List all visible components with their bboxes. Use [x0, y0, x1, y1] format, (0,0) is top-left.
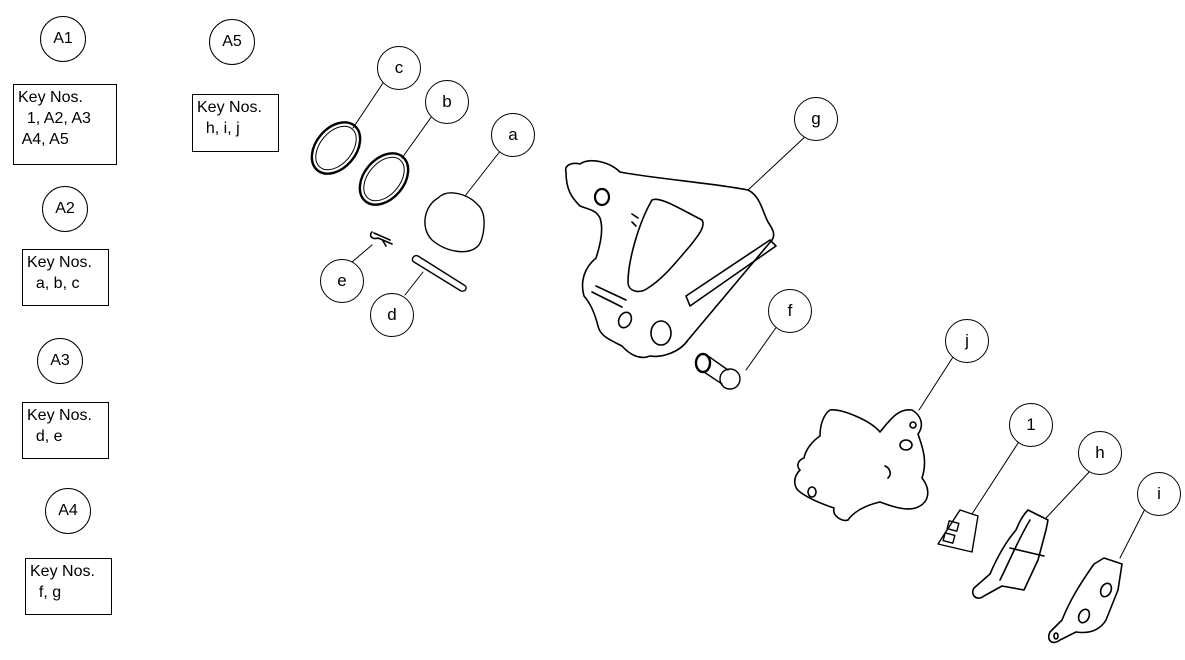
part-label: i — [1157, 484, 1161, 503]
key-line: a, b, c — [27, 275, 80, 292]
key-title: Key Nos. — [197, 99, 262, 116]
pin-d-drawing — [412, 256, 466, 292]
assembly-callout-a5: A5 — [209, 19, 255, 65]
key-line: 1, A2, A3 — [18, 110, 91, 127]
key-box-a2: Key Nos. a, b, c — [22, 249, 109, 306]
clip-e-drawing — [371, 232, 392, 246]
part-label: e — [337, 271, 347, 290]
part-callout-c: c — [377, 46, 421, 90]
shim-plate-i-drawing — [1049, 558, 1122, 642]
key-box-a4: Key Nos. f, g — [25, 558, 112, 615]
assembly-label: A2 — [55, 200, 75, 217]
part-callout-g: g — [794, 97, 838, 141]
leader-lines — [352, 80, 1147, 558]
assembly-label: A4 — [58, 502, 78, 519]
key-line: A4, A5 — [18, 131, 69, 148]
part-label: h — [1095, 443, 1105, 462]
seal-ring-c-drawing — [302, 113, 370, 183]
part-callout-h: h — [1078, 431, 1122, 475]
piston-a-drawing — [425, 193, 484, 252]
assembly-label: A1 — [53, 30, 73, 47]
seal-ring-b-drawing — [350, 144, 418, 214]
assembly-callout-a4: A4 — [45, 488, 91, 534]
part-callout-a: a — [491, 113, 535, 157]
key-title: Key Nos. — [27, 407, 92, 424]
part-label: b — [442, 92, 452, 111]
part-callout-b: b — [425, 80, 469, 124]
pad-spring-1-drawing — [938, 510, 978, 552]
part-callout-d: d — [370, 293, 414, 337]
part-callout-f: f — [768, 289, 812, 333]
key-box-a3: Key Nos. d, e — [22, 402, 109, 459]
part-label: c — [394, 58, 404, 77]
bolt-f-drawing — [696, 354, 740, 389]
assembly-callout-a3: A3 — [37, 338, 83, 384]
part-callout-e: e — [320, 259, 364, 303]
caliper-body-j-drawing — [795, 410, 928, 521]
caliper-bracket-g-drawing — [566, 161, 776, 358]
part-label: d — [387, 305, 397, 324]
key-title: Key Nos. — [18, 89, 83, 106]
key-box-a1: Key Nos. 1, A2, A3 A4, A5 — [13, 84, 117, 165]
part-label: g — [811, 109, 821, 128]
key-line: f, g — [30, 584, 62, 601]
part-label: f — [787, 301, 793, 320]
key-title: Key Nos. — [30, 563, 95, 580]
assembly-label: A5 — [222, 33, 242, 50]
brake-pad-h-drawing — [973, 510, 1048, 598]
part-callout-1: 1 — [1009, 403, 1053, 447]
part-callout-i: i — [1137, 472, 1181, 516]
key-line: d, e — [27, 428, 63, 445]
assembly-callout-a2: A2 — [42, 186, 88, 232]
part-label: j — [965, 331, 969, 350]
key-box-a5: Key Nos. h, i, j — [192, 94, 279, 152]
key-title: Key Nos. — [27, 254, 92, 271]
part-label: 1 — [1026, 415, 1036, 434]
assembly-label: A3 — [50, 352, 70, 369]
key-line: h, i, j — [197, 120, 240, 137]
part-callout-j: j — [945, 319, 989, 363]
assembly-callout-a1: A1 — [40, 16, 86, 62]
part-label: a — [508, 125, 518, 144]
